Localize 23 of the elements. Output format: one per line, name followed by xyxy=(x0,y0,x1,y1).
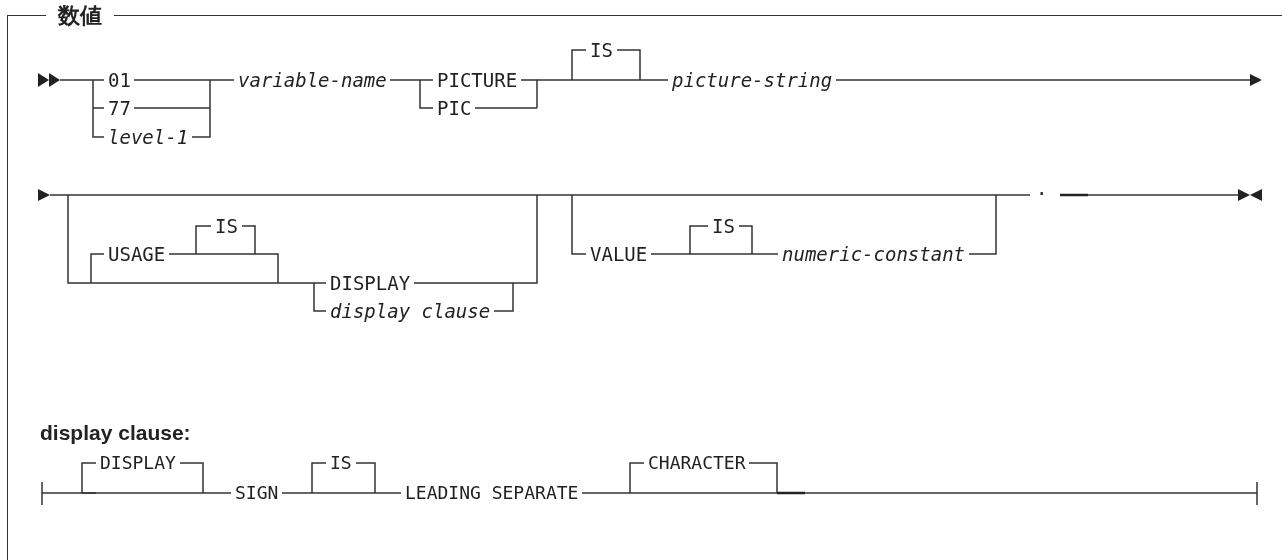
syntax-keyword: SIGN xyxy=(235,483,279,503)
syntax-keyword: IS xyxy=(215,215,238,237)
syntax-keyword: IS xyxy=(590,39,613,61)
syntax-variable: numeric-constant xyxy=(782,243,966,265)
syntax-keyword: DISPLAY xyxy=(100,453,176,473)
syntax-keyword: PICTURE xyxy=(437,69,518,91)
syntax-keyword: 77 xyxy=(108,97,131,119)
syntax-variable: level-1 xyxy=(108,126,189,148)
syntax-keyword: USAGE xyxy=(108,243,166,265)
syntax-keyword: IS xyxy=(712,215,735,237)
syntax-keyword: . xyxy=(1036,177,1048,199)
syntax-keyword: PIC xyxy=(437,97,472,119)
syntax-keyword: VALUE xyxy=(590,243,648,265)
syntax-variable: picture-string xyxy=(672,69,833,91)
section-heading: display clause: xyxy=(40,421,191,445)
syntax-keyword: CHARACTER xyxy=(648,453,746,473)
syntax-variable: display clause xyxy=(330,300,491,322)
syntax-keyword: IS xyxy=(330,453,352,473)
syntax-variable: variable-name xyxy=(238,69,387,91)
syntax-keyword: LEADING SEPARATE xyxy=(405,483,579,503)
frame-title: 数値 xyxy=(46,1,114,29)
syntax-keyword: 01 xyxy=(108,69,131,91)
syntax-keyword: DISPLAY xyxy=(330,272,411,294)
